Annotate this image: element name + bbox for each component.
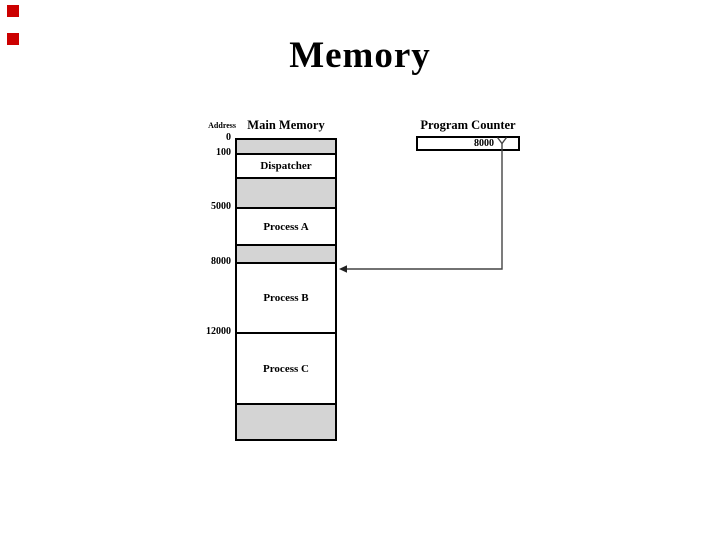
- red-bullet-marker: [7, 33, 19, 45]
- address-column-label: Address: [208, 121, 236, 130]
- memory-segment-process-c: Process C: [237, 332, 335, 403]
- main-memory-box: Dispatcher Process A Process B Process C: [235, 138, 337, 441]
- memory-segment-process-a: Process A: [237, 207, 335, 244]
- memory-segment-free: [237, 140, 335, 153]
- address-label-100: 100: [216, 147, 231, 158]
- slide-title: Memory: [289, 35, 431, 76]
- memory-segment-free: [237, 403, 335, 439]
- memory-segment-free: [237, 244, 335, 262]
- memory-segment-dispatcher: Dispatcher: [237, 153, 335, 177]
- main-memory-title: Main Memory: [247, 118, 325, 132]
- program-counter-box: 8000: [416, 136, 520, 151]
- address-label-12000: 12000: [206, 326, 231, 337]
- red-bullet-marker: [7, 5, 19, 17]
- program-counter-value: 8000: [474, 138, 494, 149]
- address-label-8000: 8000: [211, 256, 231, 267]
- memory-segment-free: [237, 177, 335, 207]
- memory-segment-process-b: Process B: [237, 262, 335, 332]
- program-counter-title: Program Counter: [420, 118, 516, 132]
- address-label-5000: 5000: [211, 201, 231, 212]
- address-label-0: 0: [226, 132, 231, 143]
